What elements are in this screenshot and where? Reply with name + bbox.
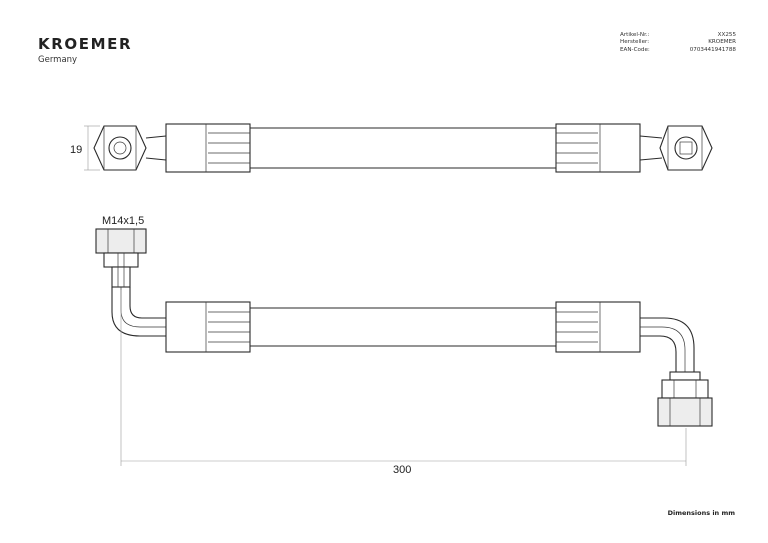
top-view: 19 [70,123,713,173]
height-dimension-label: 19 [70,144,82,156]
manufacturer-value: KROEMER [708,39,736,46]
units-note: Dimensions in mm [667,509,735,517]
height-dimension: 19 [70,125,100,171]
side-right-crimp-sleeve [555,301,641,353]
side-hose [250,307,556,347]
right-union-nut [657,371,713,427]
top-right-crimp-sleeve [555,123,641,173]
length-dimension-label: 300 [393,464,411,476]
top-hose [250,127,556,169]
thread-size-label: M14x1,5 [102,215,144,227]
brand-name: KROEMER [38,35,133,53]
right-hex-nut [659,125,713,171]
side-view: M14x1,5 [95,215,713,476]
length-dimension: 300 [120,290,687,476]
top-left-crimp-sleeve [165,123,251,173]
manufacturer-label: Hersteller: [620,39,650,46]
article-info-values: XX255 KROEMER 0703441941788 [690,32,736,54]
article-info-labels: Artikel-Nr.: Hersteller: EAN-Code: [620,32,650,54]
side-left-crimp-sleeve [165,301,251,353]
right-elbow-pipe [640,317,695,372]
article-number-label: Artikel-Nr.: [620,32,650,38]
left-elbow-pipe [111,287,166,337]
ean-code-value: 0703441941788 [689,46,736,53]
ean-code-label: EAN-Code: [620,46,650,53]
brand-country: Germany [38,55,78,65]
left-hex-nut [93,125,147,171]
article-number-value: XX255 [717,32,736,38]
left-union-nut [95,228,147,288]
kroemer-logo: KROEMER Germany [38,36,132,65]
